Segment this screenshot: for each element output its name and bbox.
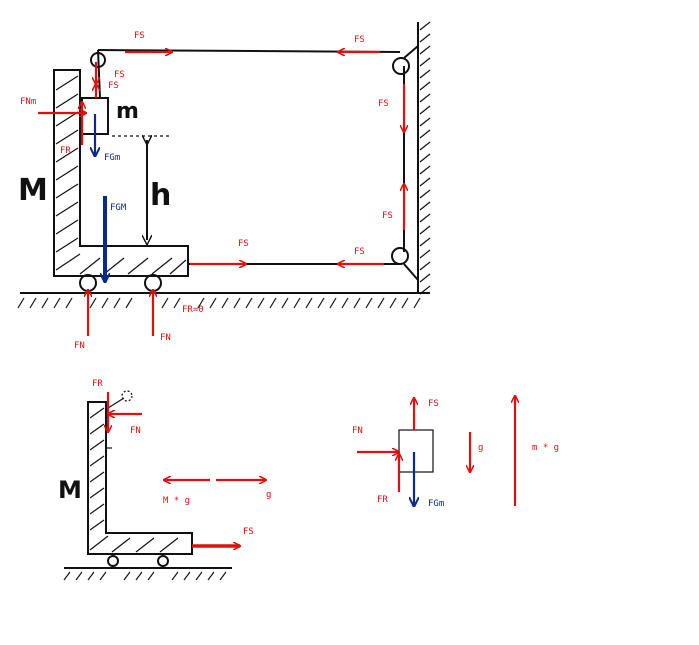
label-fn-block: FN xyxy=(352,426,363,436)
pulley-top-right xyxy=(392,57,410,75)
label-mg-block: m * g xyxy=(532,443,559,453)
label-fs-cart: FS xyxy=(243,527,254,537)
height-marker xyxy=(112,136,172,240)
label-fr0: FR=0 xyxy=(182,305,204,315)
label-fs-8: FS xyxy=(354,247,365,257)
label-mass-big-fbd: M xyxy=(58,476,82,504)
label-g-cart: g xyxy=(266,490,271,500)
label-fs-4: FS xyxy=(108,81,119,91)
label-fs-5: FS xyxy=(378,99,389,109)
main-system-diagram: FS FS FS FS FNm FR FGm FGM FS FS FS FS F… xyxy=(17,21,431,351)
pulley-mount xyxy=(121,390,133,402)
pulley-bottom-right xyxy=(391,247,409,265)
label-g-block: g xyxy=(478,443,483,453)
block-free-body-diagram: FS FN FR FGm g m * g xyxy=(352,396,559,509)
gravity-arrows-top xyxy=(95,114,105,282)
label-fr-block: FR xyxy=(377,495,388,505)
labels-top: FS FS FS FS FNm FR FGm FGM FS FS FS FS F… xyxy=(18,31,393,351)
label-fgm-small: FGm xyxy=(104,153,120,163)
force-arrows-top xyxy=(38,52,404,336)
label-fs-block: FS xyxy=(428,399,439,409)
label-fr-cart: FR xyxy=(92,379,103,389)
label-fn-cart: FN xyxy=(130,426,141,436)
label-fs-7: FS xyxy=(238,239,249,249)
cart-free-body-diagram: FR FN FS M * g g M xyxy=(58,379,271,581)
right-wall xyxy=(417,21,431,295)
label-fs-3: FS xyxy=(114,70,125,80)
label-fnm: FNm xyxy=(20,97,36,107)
label-fgm-block: FGm xyxy=(428,499,444,509)
label-mass-small: m xyxy=(116,99,139,124)
block-small-fbd xyxy=(398,429,434,473)
rope-and-pulleys xyxy=(90,45,419,281)
label-fr: FR xyxy=(60,146,71,156)
label-fs-2: FS xyxy=(354,35,365,45)
cart-big-M xyxy=(53,69,189,292)
label-mg-cart: M * g xyxy=(163,496,190,506)
label-mass-big: M xyxy=(18,173,48,208)
label-height: h xyxy=(150,178,171,213)
label-fgm-big: FGM xyxy=(110,203,127,213)
label-fs-6: FS xyxy=(382,211,393,221)
label-fn-2: FN xyxy=(160,333,171,343)
label-fn-1: FN xyxy=(74,341,85,351)
ground xyxy=(17,292,430,309)
pulley-top-left xyxy=(90,52,106,68)
ground-small xyxy=(63,567,232,581)
label-fs-1: FS xyxy=(134,31,145,41)
